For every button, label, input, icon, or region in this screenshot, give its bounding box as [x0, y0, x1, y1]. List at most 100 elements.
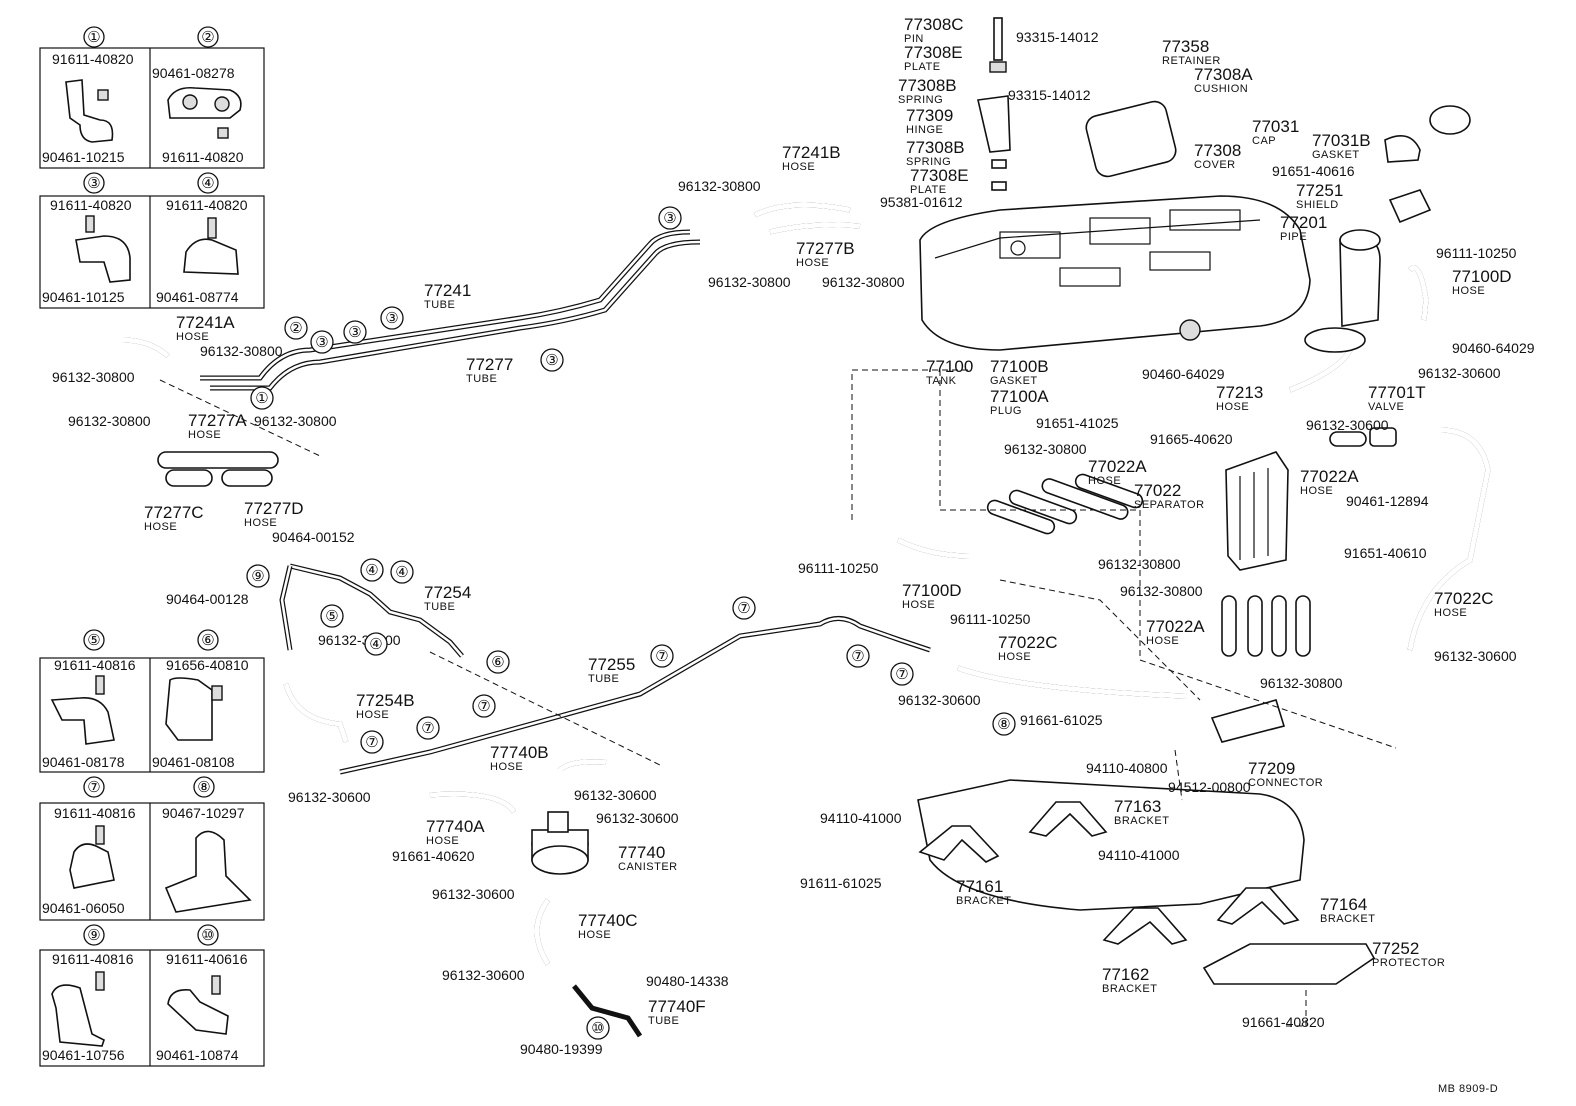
- part-name: HOSE: [782, 161, 815, 173]
- part-number: 77277D: [244, 499, 304, 518]
- callout-circle: [472, 694, 496, 718]
- callout-circle: [586, 1016, 610, 1040]
- hose-77022c-lower: [957, 665, 1187, 699]
- part-number: 90464-00152: [272, 529, 355, 545]
- part-name: TUBE: [466, 373, 497, 385]
- callout-ref: ③: [658, 206, 682, 230]
- part-name: TUBE: [424, 601, 455, 613]
- part-number: 77209: [1248, 759, 1295, 778]
- tube-77254: [279, 563, 464, 658]
- part-number: 94110-40800: [1086, 760, 1168, 776]
- part-name: COVER: [1194, 159, 1236, 171]
- part-label: 96132-30600: [288, 789, 371, 805]
- part-number: 90461-10756: [42, 1047, 125, 1063]
- callout-number: ③: [663, 210, 676, 227]
- callout-ref: ③: [343, 320, 367, 344]
- part-name: PLUG: [990, 405, 1022, 417]
- part-name: HOSE: [1300, 485, 1333, 497]
- part-number: 77161: [956, 877, 1003, 896]
- part-number: 91651-41025: [1036, 415, 1119, 431]
- callout-number: ⑦: [421, 720, 434, 737]
- inset-box-5: ⑤ 91611-40816 90461-08178: [42, 629, 136, 770]
- part-name: VALVE: [1368, 401, 1404, 413]
- part-label: 96132-30600: [442, 967, 525, 983]
- part-number: 77031B: [1312, 131, 1371, 150]
- part-number: 96111-10250: [798, 560, 879, 576]
- part-number: 77162: [1102, 965, 1149, 984]
- callout-circle: [360, 730, 384, 754]
- part-number: 77308: [1194, 141, 1241, 160]
- callout-circle: [360, 558, 384, 582]
- callout-ref: ③: [380, 306, 404, 330]
- inset-ref: ①: [87, 29, 100, 46]
- part-number: 96132-30800: [822, 274, 905, 290]
- part-number: 90480-14338: [646, 973, 729, 989]
- part-label: 90480-14338: [646, 973, 729, 989]
- tank-cover-77308: [1085, 100, 1177, 178]
- callout-ref: ⑦: [890, 662, 914, 686]
- callout-ref: ④: [360, 558, 384, 582]
- part-number: 77358: [1162, 37, 1209, 56]
- part-number: 93315-14012: [1008, 87, 1091, 103]
- callout-circle: [486, 650, 510, 674]
- part-number: 91611-40816: [54, 657, 136, 673]
- part-number: 77254B: [356, 691, 415, 710]
- part-number: 91611-61025: [800, 875, 882, 891]
- part-number: 77277B: [796, 239, 855, 258]
- part-name: TUBE: [648, 1015, 679, 1027]
- part-name: SEPARATOR: [1134, 499, 1205, 511]
- tube-77255: [339, 616, 931, 775]
- callout-ref: ⑤: [320, 604, 344, 628]
- part-label: 91651-40616: [1272, 163, 1355, 179]
- callout-number: ⑦: [851, 648, 864, 665]
- callout-number: ⑦: [477, 698, 490, 715]
- part-name: BRACKET: [1114, 815, 1169, 827]
- connector-77209: [1210, 699, 1286, 743]
- part-number: 77022A: [1088, 457, 1147, 476]
- part-name: PIN: [904, 33, 924, 45]
- part-name: HOSE: [244, 517, 277, 529]
- part-label: 94512-00800: [1168, 779, 1251, 795]
- part-name: HOSE: [796, 257, 829, 269]
- part-number: 91611-40616: [166, 951, 248, 967]
- callout-ref: ③: [310, 330, 334, 354]
- part-name: CAP: [1252, 135, 1276, 147]
- part-number: 77308E: [910, 166, 969, 185]
- callout-number: ⑧: [997, 716, 1010, 733]
- part-number: 96132-30600: [574, 787, 657, 803]
- callout-circle: [320, 604, 344, 628]
- inset-ref: ②: [201, 29, 214, 46]
- part-number: 91661-61025: [1020, 712, 1103, 728]
- part-name: PROTECTOR: [1372, 957, 1445, 969]
- part-number: 77740B: [490, 743, 549, 762]
- part-number: 90461-10125: [42, 289, 125, 305]
- part-label: 91665-40620: [1150, 431, 1233, 447]
- part-number: 96132-30800: [708, 274, 791, 290]
- callout-number: ⑩: [591, 1020, 604, 1037]
- callout-number: ⑦: [365, 734, 378, 751]
- part-number: 77308B: [898, 76, 957, 95]
- part-label: 90460-64029: [1142, 366, 1225, 382]
- bracket-77164: [1216, 887, 1300, 925]
- part-number: 77100D: [1452, 267, 1512, 286]
- callout-number: ⑦: [655, 648, 668, 665]
- hose-77241b: [753, 202, 861, 235]
